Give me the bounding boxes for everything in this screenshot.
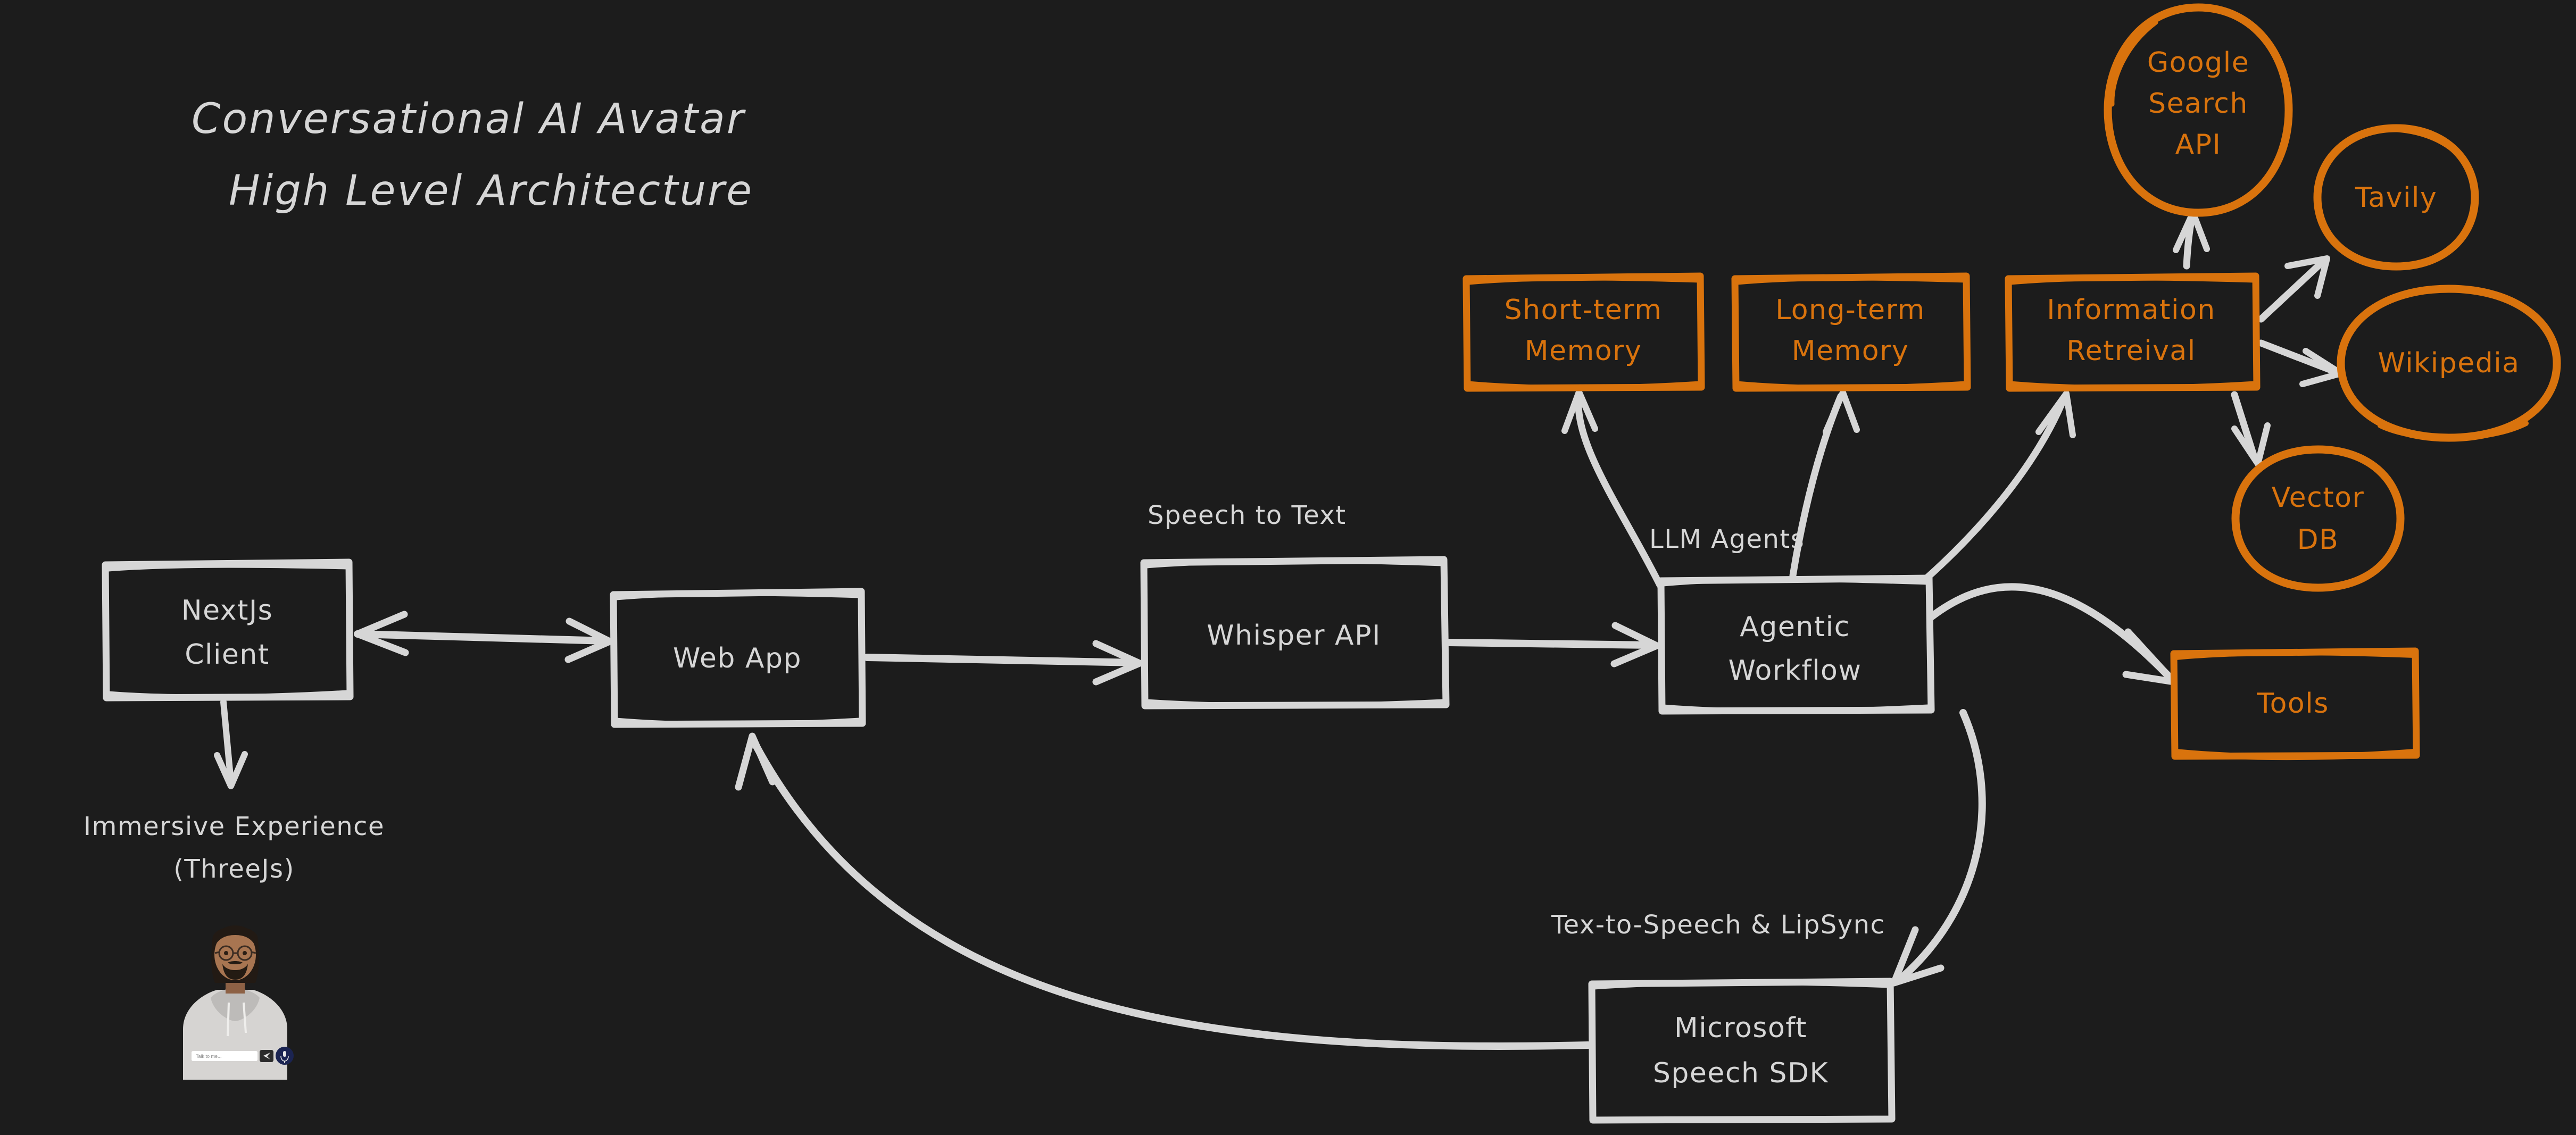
svg-text:Search: Search <box>2148 88 2248 120</box>
svg-text:Memory: Memory <box>1792 335 1909 367</box>
svg-text:Workflow: Workflow <box>1729 655 1862 687</box>
svg-text:Speech SDK: Speech SDK <box>1653 1057 1829 1089</box>
edge-speechsdk-webapp <box>735 732 1592 1050</box>
svg-text:Tavily: Tavily <box>2355 182 2437 214</box>
edge-whisper-agentic <box>1445 622 1660 667</box>
chat-input-placeholder: Talk to me... <box>196 1054 222 1059</box>
avatar-eye-left <box>224 951 228 955</box>
node-short-term-memory[interactable] <box>1462 272 1705 392</box>
label-microsoft-speech-sdk: Microsoft Speech SDK <box>1653 1012 1829 1089</box>
edge-agentic-inforetrieval <box>1921 390 2076 583</box>
chat-input[interactable] <box>192 1051 257 1061</box>
edge-agentic-longterm <box>1789 389 1860 579</box>
node-nextjs-client[interactable] <box>102 558 354 702</box>
svg-text:Client: Client <box>185 639 270 671</box>
label-agentic-workflow: Agentic Workflow <box>1729 611 1862 687</box>
node-information-retrieval[interactable] <box>2005 272 2261 392</box>
avatar-moustache <box>228 961 243 964</box>
label-tavily: Tavily <box>2355 182 2437 214</box>
avatar-hair-front <box>213 925 257 949</box>
node-vector-db[interactable] <box>2231 445 2405 592</box>
svg-text:Long-term: Long-term <box>1775 294 1925 326</box>
avatar-hood <box>211 988 260 1021</box>
avatar-eye-right <box>243 951 247 955</box>
edge-inforetrieval-vectordb <box>2231 391 2271 467</box>
avatar-glasses <box>214 945 256 961</box>
avatar-illustration: Talk to me... <box>155 904 315 1080</box>
node-tools[interactable] <box>2170 647 2420 761</box>
node-tavily[interactable] <box>2313 124 2479 271</box>
svg-text:Retreival: Retreival <box>2066 335 2196 367</box>
node-whisper-api[interactable] <box>1140 556 1450 710</box>
edge-nextjs-webapp <box>354 611 613 663</box>
label-nextjs-client: NextJs Client <box>181 595 273 671</box>
svg-text:Immersive Experience: Immersive Experience <box>84 812 385 841</box>
svg-text:Microsoft: Microsoft <box>1674 1012 1807 1044</box>
avatar-drawstring-left <box>227 1002 230 1037</box>
avatar: Talk to me... <box>155 904 315 1080</box>
node-web-app[interactable] <box>610 588 866 728</box>
label-short-term-memory: Short-term Memory <box>1505 294 1663 367</box>
title-line-1: Conversational AI Avatar <box>192 95 746 143</box>
svg-text:Wikipedia: Wikipedia <box>2378 347 2520 379</box>
svg-text:Google: Google <box>2147 47 2249 79</box>
label-whisper-api: Whisper API <box>1207 620 1381 652</box>
node-wikipedia[interactable] <box>2337 285 2561 442</box>
svg-text:Information: Information <box>2047 294 2216 326</box>
send-icon <box>263 1053 270 1059</box>
edge-agentic-speechsdk <box>1890 709 1986 987</box>
label-vector-db: Vector DB <box>2272 482 2365 556</box>
edge-webapp-whisper <box>863 640 1143 686</box>
svg-text:Whisper API: Whisper API <box>1207 620 1381 652</box>
svg-text:API: API <box>2175 129 2222 161</box>
svg-text:Short-term: Short-term <box>1505 294 1663 326</box>
avatar-beard <box>222 964 248 980</box>
title-line-2: High Level Architecture <box>229 167 753 215</box>
label-wikipedia: Wikipedia <box>2378 347 2520 379</box>
svg-text:Vector: Vector <box>2272 482 2365 514</box>
edge-label-speech-to-text: Speech to Text <box>1148 500 1347 530</box>
svg-text:Web App: Web App <box>673 642 802 674</box>
edge-inforetrieval-tavily <box>2257 255 2330 323</box>
microphone-icon <box>280 1051 289 1063</box>
edge-nextjs-immersive <box>214 699 248 789</box>
svg-text:(ThreeJs): (ThreeJs) <box>173 854 295 884</box>
label-long-term-memory: Long-term Memory <box>1775 294 1925 367</box>
node-microsoft-speech-sdk[interactable] <box>1588 978 1896 1124</box>
node-agentic-workflow[interactable] <box>1657 574 1935 715</box>
edge-agentic-shortterm <box>1561 389 1664 589</box>
label-tools: Tools <box>2256 688 2329 720</box>
svg-text:Memory: Memory <box>1525 335 1642 367</box>
label-web-app: Web App <box>673 642 802 674</box>
edge-label-llm-agents: LLM Agents <box>1649 524 1805 554</box>
annotation-immersive-experience: Immersive Experience (ThreeJs) <box>84 812 385 884</box>
avatar-drawstring-right <box>243 1002 247 1033</box>
edge-label-text-to-speech-lipsync: Tex-to-Speech & LipSync <box>1551 910 1885 940</box>
svg-text:DB: DB <box>2297 524 2339 556</box>
page-title: Conversational AI Avatar High Level Arch… <box>192 95 753 215</box>
node-google-search-api[interactable] <box>2104 3 2293 217</box>
svg-text:Tools: Tools <box>2256 688 2329 720</box>
svg-text:Agentic: Agentic <box>1740 611 1850 643</box>
label-google-search-api: Google Search API <box>2147 47 2249 161</box>
svg-text:NextJs: NextJs <box>181 595 273 627</box>
node-long-term-memory[interactable] <box>1731 272 1971 392</box>
label-information-retrieval: Information Retreival <box>2047 294 2216 367</box>
